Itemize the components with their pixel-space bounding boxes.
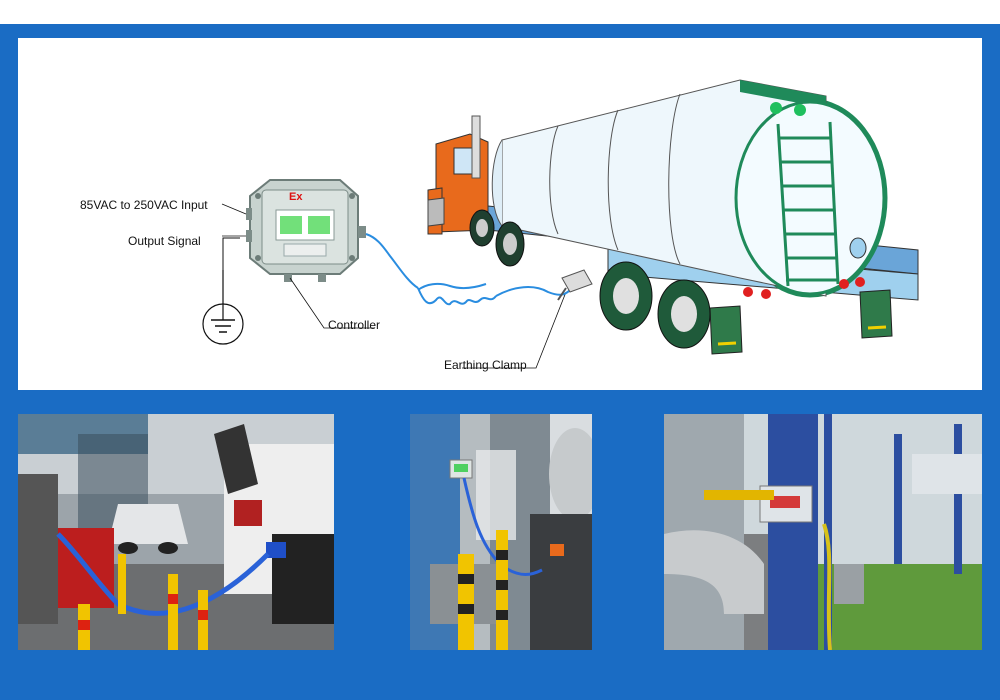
controller-label: Controller <box>328 318 381 332</box>
photo-pipe-rack <box>664 414 982 650</box>
controller-box <box>246 179 366 282</box>
earthing-clamp-icon <box>557 269 593 301</box>
grounding-system-diagram: 85VAC to 250VAC Input Output Signal Cont… <box>18 38 982 390</box>
output-signal-label: Output Signal <box>128 234 201 248</box>
photo-forecourt <box>18 414 334 650</box>
coiled-cable <box>365 233 571 306</box>
tanker-truck <box>427 79 919 355</box>
ground-symbol-icon <box>202 270 244 345</box>
input-label: 85VAC to 250VAC Input <box>80 198 208 212</box>
photo-loading-bay <box>410 414 592 650</box>
truck-wheels <box>469 209 711 349</box>
diagram-illustration <box>202 79 919 369</box>
ex-mark: Ex <box>289 191 303 203</box>
earthing-clamp-label: Earthing Clamp <box>444 358 527 372</box>
